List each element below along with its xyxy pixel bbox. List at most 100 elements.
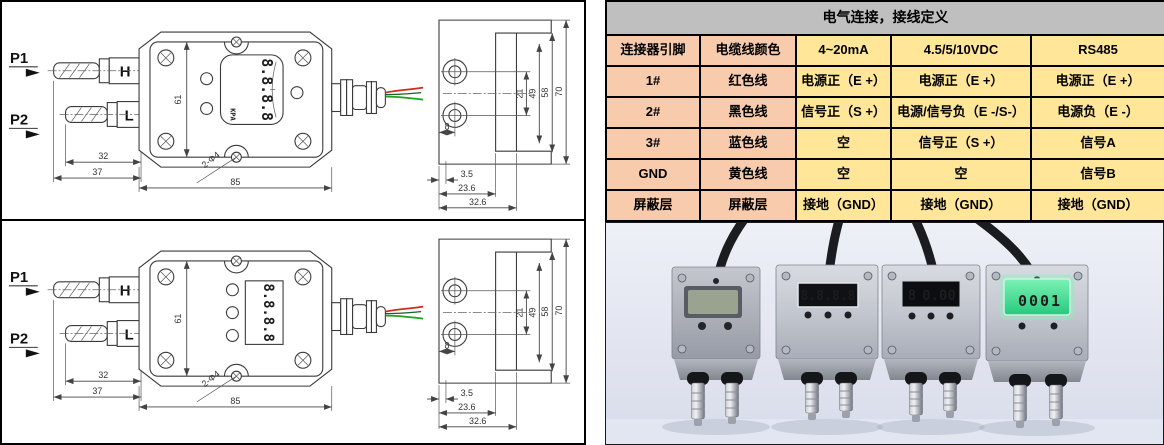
table-title: 电气连接，接线定义	[604, 0, 1164, 36]
table-cell: 电源负（E -）	[1029, 96, 1164, 129]
svg-text:32: 32	[98, 151, 108, 161]
svg-text:32: 32	[98, 370, 108, 380]
barb-fitting-low: L	[59, 320, 142, 347]
barb-fitting-low: L	[59, 101, 142, 128]
button-icon	[824, 311, 832, 319]
led-hole	[713, 278, 719, 284]
table-cell: 电源正（E +）	[890, 65, 1032, 98]
screw-icon	[863, 271, 873, 281]
table-row: 1# 红色线 电源正（E +） 电源正（E +） 电源正（E +）	[605, 65, 1164, 98]
pressure-port	[801, 372, 823, 420]
table-cell: 黑色线	[699, 96, 797, 129]
bracket-side-view: 21 49 58 70 8	[427, 19, 571, 211]
drawing-panel-top: P1 P2 H L	[2, 2, 584, 221]
svg-text:61: 61	[173, 95, 183, 105]
dim-23-6: 23.6	[438, 372, 496, 416]
pressure-port	[1009, 374, 1031, 428]
technical-drawing: P1 P2 H L	[8, 19, 571, 211]
svg-text:70: 70	[554, 306, 564, 316]
pressure-port	[687, 372, 709, 426]
p1-arrow-icon	[25, 287, 40, 296]
button-icon	[1050, 322, 1058, 330]
corner-screws	[157, 268, 312, 369]
dim-3-5: 3.5	[427, 380, 473, 429]
svg-text:8: 8	[444, 121, 449, 131]
table-cell: 2#	[605, 96, 701, 129]
dim-49: 49	[527, 43, 543, 144]
dim-21: 21	[468, 290, 531, 335]
svg-text:37: 37	[92, 167, 102, 177]
device-display-dim-digit: 8	[908, 288, 916, 304]
screw-icon	[677, 273, 687, 283]
svg-text:23.6: 23.6	[458, 402, 475, 412]
screw-icon	[677, 344, 687, 354]
bracket-hole-1	[440, 57, 469, 86]
p2-arrow-icon	[25, 349, 40, 358]
dim-8: 8	[438, 340, 456, 356]
svg-text:58: 58	[540, 307, 550, 317]
dim-49: 49	[527, 262, 543, 363]
svg-text:85: 85	[230, 177, 240, 187]
table-cell: 屏蔽层	[605, 189, 701, 222]
pressure-ports: P1 P2 H L	[8, 51, 142, 183]
table-cell: 红色线	[699, 65, 797, 98]
svg-text:49: 49	[527, 308, 537, 318]
svg-text:70: 70	[554, 87, 564, 97]
dim-23-6: 23.6	[438, 153, 496, 197]
device-photo-2: 8.8.8.8	[775, 264, 879, 420]
screw-icon	[745, 344, 755, 354]
device-body: 61 8.8.8.8 KPA	[138, 31, 424, 192]
cable-gland	[331, 298, 386, 336]
dim-70: 70	[551, 19, 571, 165]
svg-text:85: 85	[230, 396, 240, 406]
table-cell: 空	[795, 158, 892, 191]
barb-fitting-high: H	[47, 276, 142, 304]
svg-text:58: 58	[540, 88, 550, 98]
port-l-label: L	[125, 327, 134, 343]
button-icon	[946, 312, 954, 320]
dim-61: 61	[173, 260, 190, 377]
drawings-column: P1 P2 H L	[0, 0, 586, 445]
button-icon	[724, 322, 732, 330]
dim-21: 21	[468, 71, 531, 116]
pressure-port	[1045, 374, 1067, 426]
svg-text:61: 61	[173, 314, 183, 324]
table-row: 屏蔽层 屏蔽层 接地（GND） 接地（GND） 接地（GND）	[605, 189, 1164, 222]
button-icon	[698, 322, 706, 330]
table-row: 3# 蓝色线 空 信号正（S +） 信号A	[605, 127, 1164, 160]
dim-37: 37	[53, 80, 142, 183]
lead-wires	[385, 86, 424, 101]
device-photo-4: 0001	[985, 264, 1089, 428]
screw-icon	[991, 346, 1001, 356]
table-cell: 蓝色线	[699, 127, 797, 160]
display-digits: 8.8.8.8	[260, 283, 276, 342]
table-cell: 信号正（S +）	[890, 127, 1032, 160]
table-header-row: 连接器引脚 电缆线颜色 4~20mA 4.5/5/10VDC RS485	[605, 34, 1164, 67]
screw-icon	[887, 271, 897, 281]
col-header-wire-color: 电缆线颜色	[699, 34, 797, 67]
barb-fitting-high: H	[47, 57, 142, 85]
pressure-port	[835, 372, 857, 418]
led-display: 8.8.8.8	[244, 280, 284, 345]
svg-text:32.6: 32.6	[469, 197, 486, 207]
pressure-port	[939, 372, 961, 418]
table-cell: 1#	[605, 65, 701, 98]
corner-screws	[157, 49, 312, 150]
device-display	[901, 280, 961, 308]
table-cell: 空	[890, 158, 1032, 191]
svg-text:49: 49	[527, 89, 537, 99]
col-header-rs485: RS485	[1029, 34, 1164, 67]
screw-icon	[745, 273, 755, 283]
table-cell: 接地（GND）	[1029, 189, 1164, 222]
table-cell: 电源正（E +）	[795, 65, 892, 98]
port-p2-label: P2	[10, 331, 28, 347]
pressure-ports: P1 P2 H L	[8, 270, 142, 402]
table-cell: 屏蔽层	[699, 189, 797, 222]
p1-arrow-icon	[25, 68, 40, 77]
table-row: 2# 黑色线 信号正（S +） 电源/信号负（E -/S-） 电源负（E -）	[605, 96, 1164, 129]
dim-58: 58	[540, 33, 556, 153]
svg-text:8: 8	[444, 340, 449, 350]
button-icon	[908, 312, 916, 320]
product-photo: 8.8.8.8	[605, 210, 1164, 445]
table-cell: 接地（GND）	[795, 189, 892, 222]
